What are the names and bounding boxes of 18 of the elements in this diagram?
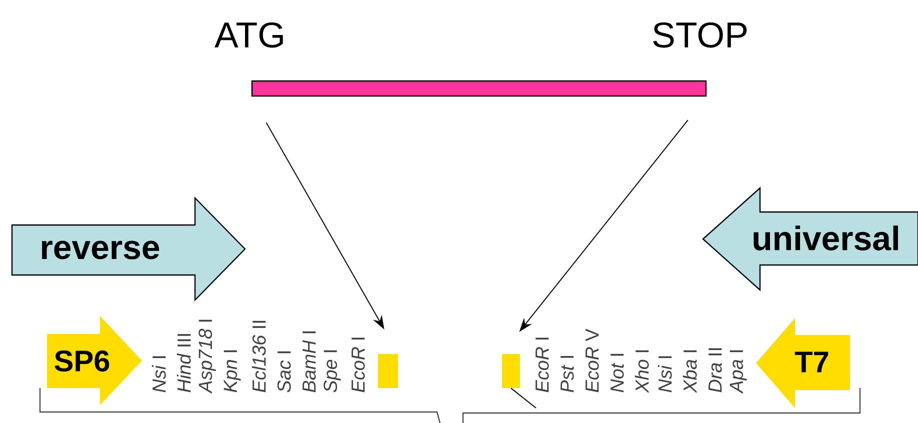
- enzyme-site-label: Nsi I: [658, 356, 672, 392]
- enzyme-site-label: Asp718 I: [198, 320, 216, 394]
- enzyme-site-label: Xba I: [682, 350, 697, 394]
- enzyme-site-label: EcoR V: [586, 328, 599, 392]
- enzyme-site-label: Hind III: [176, 334, 191, 392]
- enzyme-site-label: Not I: [610, 354, 624, 392]
- enzyme-site-label: Pst I: [560, 356, 574, 392]
- enzyme-site-label: Kpn I: [224, 350, 241, 392]
- enzyme-site-label: Sac I: [277, 351, 291, 392]
- site-block: [502, 354, 520, 388]
- leader-line: [510, 388, 536, 408]
- site-block: [378, 354, 398, 388]
- enzyme-site-label: BamH I: [302, 331, 316, 392]
- enzyme-site-label: Dra II: [708, 348, 722, 392]
- gene-bar: [251, 80, 707, 97]
- enzyme-site-label: Xho I: [634, 350, 649, 394]
- enzyme-site-label: Ecl136 II: [252, 320, 266, 392]
- gene-end-label: ATG: [214, 22, 283, 48]
